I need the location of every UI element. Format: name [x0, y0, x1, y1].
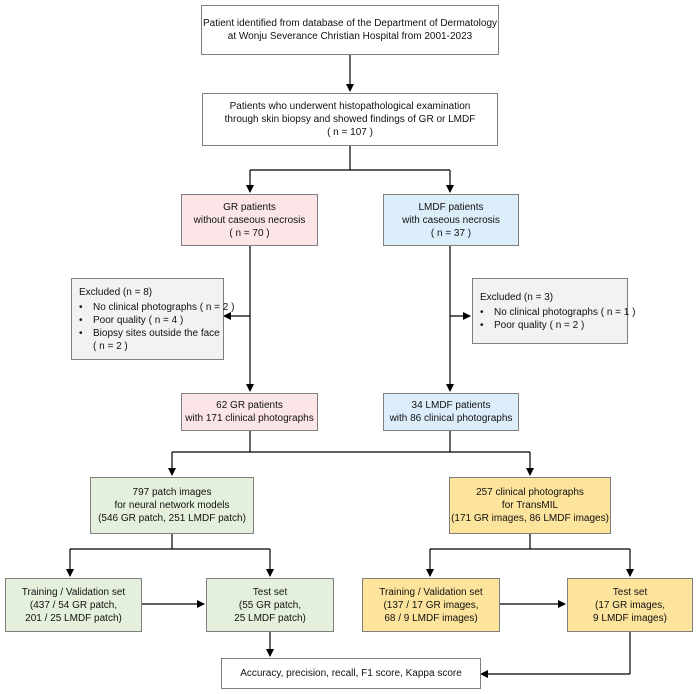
patch-images-line-3: (546 GR patch, 251 LMDF patch)	[98, 513, 246, 524]
lmdf-excluded-item: Poor quality ( n = 2 )	[480, 319, 635, 332]
clinical-photos-line-3: (171 GR images, 86 LMDF images)	[451, 513, 609, 524]
tm-test-line-1: Test set	[612, 586, 648, 598]
source-line-2: at Wonju Severance Christian Hospital fr…	[227, 31, 473, 42]
lmdf-excluded-item: No clinical photographs ( n = 1 )	[480, 306, 635, 319]
histo-line-2: through skin biopsy and showed findings …	[224, 114, 476, 125]
metrics-box: Accuracy, precision, recall, F1 score, K…	[221, 658, 481, 689]
tm-train-line-3: 68 / 9 LMDF images)	[384, 612, 478, 624]
tm-test-box: Test set (17 GR images, 9 LMDF images)	[567, 578, 693, 632]
source-database-box: Patient identified from database of the …	[201, 5, 499, 55]
clinical-photos-line-2: for TransMIL	[501, 500, 559, 511]
lmdf-final-line-2: with 86 clinical photographs	[389, 413, 513, 424]
lmdf-excluded-list: No clinical photographs ( n = 1 ) Poor q…	[480, 306, 635, 332]
gr-excluded-list: No clinical photographs ( n = 2 ) Poor q…	[79, 301, 234, 353]
gr-patients-box: GR patients without caseous necrosis ( n…	[181, 194, 318, 246]
tm-train-line-2: (137 / 17 GR images,	[383, 599, 479, 611]
gr-final-line-1: 62 GR patients	[216, 400, 283, 411]
gr-patients-line-1: GR patients	[223, 201, 276, 213]
lmdf-patients-line-2: with caseous necrosis	[402, 214, 500, 226]
metrics-text: Accuracy, precision, recall, F1 score, K…	[240, 668, 462, 679]
gr-excluded-item: Biopsy sites outside the face	[79, 327, 234, 340]
lmdf-final-box: 34 LMDF patients with 86 clinical photog…	[383, 393, 519, 431]
gr-excluded-item-continuation: ( n = 2 )	[93, 340, 128, 352]
lmdf-final-line-1: 34 LMDF patients	[411, 400, 491, 411]
gr-excluded-item: Poor quality ( n = 4 )	[79, 314, 234, 327]
nn-test-line-1: Test set	[252, 586, 288, 598]
patch-images-line-1: 797 patch images	[132, 487, 212, 498]
lmdf-patients-line-1: LMDF patients	[418, 201, 484, 213]
source-line-1: Patient identified from database of the …	[202, 18, 498, 29]
nn-test-box: Test set (55 GR patch, 25 LMDF patch)	[206, 578, 334, 632]
lmdf-excluded-header: Excluded (n = 3)	[480, 291, 554, 303]
gr-excluded-header: Excluded (n = 8)	[79, 286, 153, 298]
lmdf-patients-box: LMDF patients with caseous necrosis ( n …	[383, 194, 519, 246]
nn-test-line-3: 25 LMDF patch)	[234, 612, 306, 624]
gr-excluded-item: No clinical photographs ( n = 2 )	[79, 301, 234, 314]
clinical-photos-box: 257 clinical photographs for TransMIL (1…	[449, 477, 611, 534]
lmdf-patients-line-3: ( n = 37 )	[430, 227, 472, 239]
nn-train-line-2: (437 / 54 GR patch,	[29, 599, 118, 611]
nn-test-line-2: (55 GR patch,	[238, 599, 302, 611]
tm-train-line-1: Training / Validation set	[379, 586, 483, 598]
histopathology-box: Patients who underwent histopathological…	[202, 93, 498, 146]
patch-images-box: 797 patch images for neural network mode…	[90, 477, 254, 534]
tm-test-line-3: 9 LMDF images)	[593, 612, 667, 624]
patch-images-line-2: for neural network models	[114, 500, 230, 511]
tm-test-line-2: (17 GR images,	[594, 599, 666, 611]
gr-patients-line-3: ( n = 70 )	[229, 227, 270, 239]
nn-train-val-box: Training / Validation set (437 / 54 GR p…	[5, 578, 142, 632]
histo-line-3: ( n = 107 )	[327, 127, 373, 138]
clinical-photos-line-1: 257 clinical photographs	[476, 487, 584, 498]
gr-patients-line-2: without caseous necrosis	[193, 214, 306, 226]
histo-line-1: Patients who underwent histopathological…	[229, 101, 471, 112]
tm-train-val-box: Training / Validation set (137 / 17 GR i…	[362, 578, 500, 632]
nn-train-line-1: Training / Validation set	[21, 586, 126, 598]
gr-final-line-2: with 171 clinical photographs	[185, 413, 314, 424]
gr-final-box: 62 GR patients with 171 clinical photogr…	[181, 393, 318, 431]
nn-train-line-3: 201 / 25 LMDF patch)	[25, 612, 122, 624]
gr-excluded-box: Excluded (n = 8) No clinical photographs…	[71, 278, 234, 360]
lmdf-excluded-box: Excluded (n = 3) No clinical photographs…	[472, 278, 635, 344]
